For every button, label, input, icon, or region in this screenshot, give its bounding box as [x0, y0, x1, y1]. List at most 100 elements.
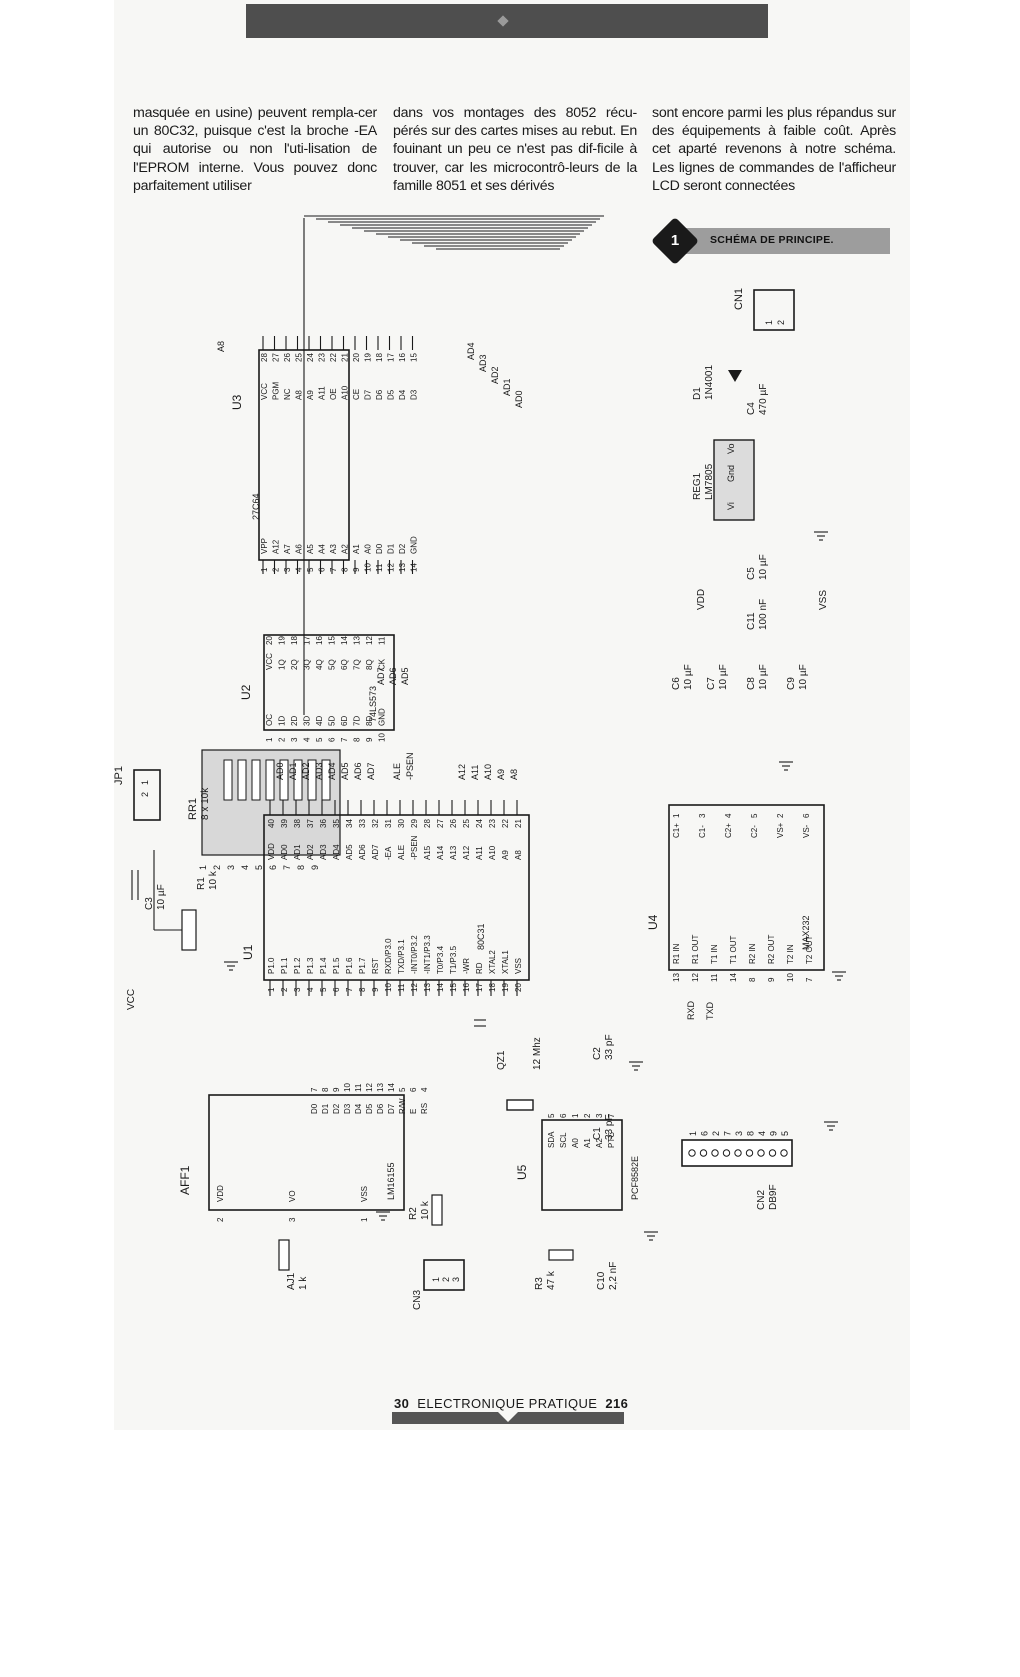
- rr1-pin: 2: [212, 865, 222, 870]
- db9-pin: [688, 1149, 696, 1157]
- u3-pin-num: 8: [341, 567, 350, 572]
- net-AD2: AD2: [490, 366, 500, 384]
- u4-pin-name: R1 IN: [672, 943, 681, 964]
- u3-pin-num: 6: [318, 567, 327, 572]
- u1-pin-name: -INT0/P3.2: [410, 935, 419, 974]
- net-A10: A10: [483, 764, 493, 780]
- rr1-pin: 7: [282, 865, 292, 870]
- u3-pin-name: D2: [398, 543, 407, 554]
- u4-pin-num: 10: [786, 973, 795, 982]
- reg1-pin: Gnd: [726, 465, 736, 482]
- rr1-element: [223, 759, 233, 801]
- u2-pin-name: 8Q: [365, 659, 374, 670]
- aff1-pin-num: 7: [310, 1087, 319, 1092]
- cn1-pin: 2: [776, 320, 786, 325]
- u4-pin-num: 2: [776, 813, 785, 818]
- aff1-pin-name: D7: [387, 1103, 396, 1114]
- u2-part: 74LS573: [368, 686, 378, 722]
- u1-pin-name: RD: [475, 962, 484, 974]
- u4-pin-num: 14: [729, 973, 738, 982]
- aff1-pin-name: E: [409, 1109, 418, 1114]
- u1-pin-num: 20: [514, 983, 523, 992]
- u3-pin-name: A3: [329, 544, 338, 554]
- u2-pin-name: 2Q: [290, 659, 299, 670]
- u1-pin-name: A15: [423, 845, 432, 860]
- c2-value: 33 pF: [604, 1034, 615, 1060]
- net-A9: A9: [496, 769, 506, 780]
- rr1-pin: 3: [226, 865, 236, 870]
- reg1-pin: Vo: [726, 443, 736, 454]
- d1-ref: D1: [692, 387, 703, 400]
- net-ALE: ALE: [392, 763, 402, 780]
- rr1-ref: RR1: [187, 798, 199, 820]
- u5-pin-num: 2: [583, 1113, 592, 1118]
- db9-pin: [734, 1149, 742, 1157]
- u1-pin-num: 36: [319, 819, 328, 828]
- net-A8: A8: [216, 341, 226, 352]
- jp1-pin: 1: [140, 780, 150, 785]
- u1-pin-name: -INT1/P3.3: [423, 935, 432, 974]
- issue-number: 216: [605, 1396, 629, 1411]
- u2-pin-name: 5D: [328, 716, 337, 726]
- cn3-pin: 2: [441, 1277, 451, 1282]
- u3-pin-name: A9: [306, 390, 315, 400]
- u1-pin-num: 9: [371, 987, 380, 992]
- u2-pin-name: 8D: [365, 716, 374, 726]
- figure-label: 1 SCHÉMA DE PRINCIPE.: [650, 216, 890, 266]
- u1-pin-num: 2: [280, 987, 289, 992]
- u1-pin-num: 35: [332, 819, 341, 828]
- u1-pin-num: 14: [436, 983, 445, 992]
- u3-pin-num: 15: [410, 353, 419, 362]
- db9-pin: [745, 1149, 754, 1157]
- u3-pin-name: A11: [318, 386, 327, 400]
- u1-pin-name: P1.5: [332, 957, 341, 974]
- c4-ref: C4: [746, 402, 757, 415]
- u3-pin-num: 13: [398, 563, 407, 572]
- u1-pin-name: P1.6: [345, 957, 354, 974]
- u2-pin-name: 6D: [340, 716, 349, 726]
- aff1-pin-num: 14: [387, 1083, 396, 1092]
- rr1-element: [293, 759, 303, 801]
- u3-pin-num: 16: [398, 353, 407, 362]
- u2-pin-name: 5Q: [328, 659, 337, 670]
- reg1-pin: Vi: [726, 502, 736, 510]
- u1-pin-num: 28: [423, 819, 432, 828]
- cap-ref: C9: [786, 677, 797, 690]
- u1-pin-name: AD7: [371, 844, 380, 860]
- r2-body: [431, 1194, 443, 1226]
- u2-pin-num: 15: [328, 636, 337, 645]
- cn2-pin-num: 8: [746, 1131, 756, 1136]
- rr1-pin: 5: [254, 865, 264, 870]
- u5-pin-name: SDA: [547, 1131, 556, 1148]
- u4-pin-name: C1+: [672, 823, 681, 838]
- r2-ref: R2: [408, 1207, 419, 1220]
- cn2-pin-num: 1: [688, 1131, 698, 1136]
- u1-pin-num: 32: [371, 819, 380, 828]
- u3-pin-name: D6: [375, 389, 384, 400]
- aj1-body: [278, 1239, 290, 1271]
- u2-pin-name: 3D: [303, 716, 312, 726]
- u5-pin-name: A2: [595, 1138, 604, 1148]
- cap-value: 10 µF: [718, 664, 729, 690]
- u3-pin-name: D5: [387, 389, 396, 400]
- u2-pin-num: 4: [303, 737, 312, 742]
- u4-pin-num: 11: [710, 973, 719, 982]
- aff1-pin-name: D2: [332, 1103, 341, 1114]
- u1-pin-name: P1.4: [319, 957, 328, 974]
- u4-pin-name: VS-: [802, 824, 811, 838]
- r1-ref: R1: [196, 877, 207, 890]
- u5-pin-name: PTC: [607, 1132, 616, 1148]
- crystal-body: [506, 1099, 534, 1111]
- u1-pin-num: 26: [449, 819, 458, 828]
- db9-pin: [768, 1149, 777, 1157]
- u3-pin-name: PGM: [272, 381, 281, 400]
- u3-pin-name: D1: [387, 543, 396, 554]
- aff1-pin-num: 3: [288, 1217, 297, 1222]
- r3-ref: R3: [534, 1277, 545, 1290]
- cn2-pin-num: 5: [780, 1131, 790, 1136]
- u1-pin-num: 24: [475, 819, 484, 828]
- u1-pin-name: -PSEN: [410, 835, 419, 860]
- r3-body: [548, 1249, 574, 1261]
- cn2-pin-num: 9: [769, 1131, 779, 1136]
- c5-ref: C5: [746, 567, 757, 580]
